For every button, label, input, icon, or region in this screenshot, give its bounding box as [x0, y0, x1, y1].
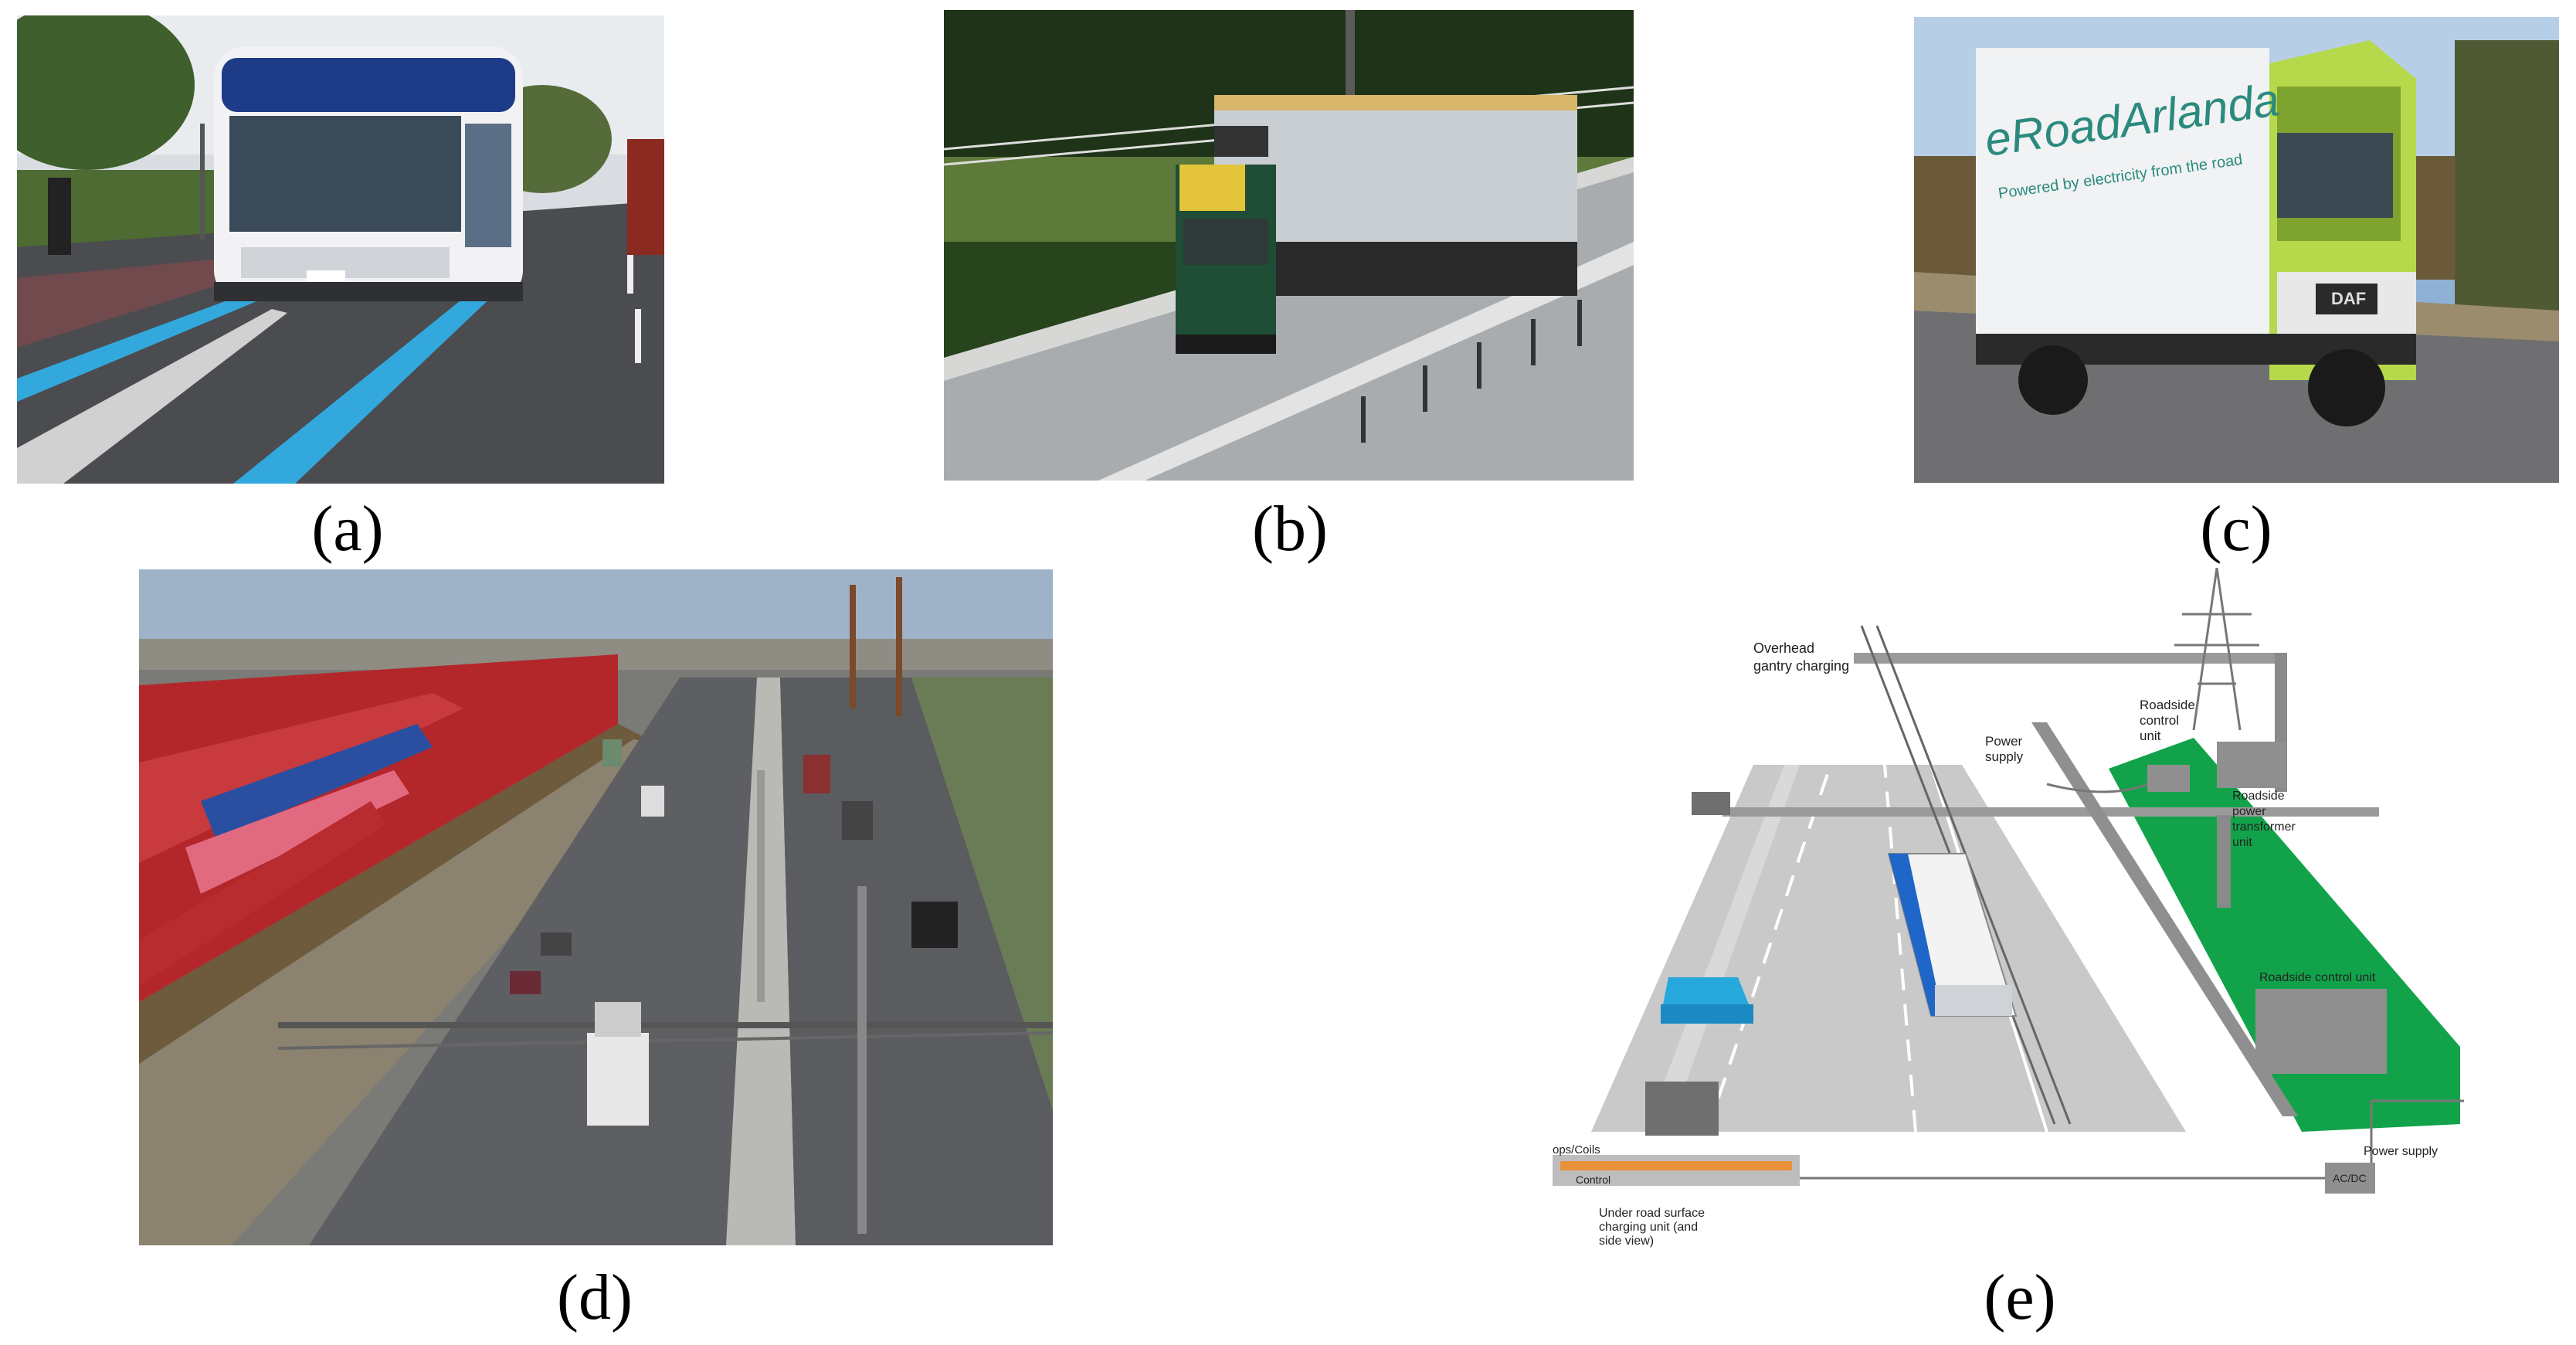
caption-b: (b)	[1252, 493, 1328, 565]
label-roadside-power-4: unit	[2232, 836, 2252, 849]
label-roadside-power-2: power	[2232, 805, 2266, 818]
label-roadside-control-2: control	[2140, 713, 2179, 728]
photo-d-catenary-highway	[139, 569, 1053, 1245]
label-roadside-control-unit: Roadside control unit	[2259, 971, 2376, 984]
transformer-box	[2217, 742, 2286, 788]
trolley-bus	[1887, 853, 2018, 1017]
label-acdc: AC/DC	[2333, 1172, 2367, 1184]
photo-a-wireless-bus	[17, 15, 664, 484]
caption-a: (a)	[311, 493, 384, 565]
label-gantry: gantry charging	[1753, 658, 1849, 674]
caption-c: (c)	[2200, 493, 2272, 565]
roadside-control-box-top	[2147, 765, 2190, 792]
overhead-gantry	[1854, 653, 2286, 664]
label-power-supply-top-2: supply	[1985, 749, 2024, 764]
label-power-supply-top-1: Power	[1985, 734, 2023, 749]
car	[1661, 977, 1753, 1024]
label-roadside-control-3: unit	[2140, 729, 2161, 743]
label-under-1: Under road surface	[1599, 1207, 1705, 1220]
label-under-2: charging unit (and	[1599, 1221, 1698, 1234]
roadside-control-unit-box	[2255, 989, 2387, 1074]
label-control: Control	[1576, 1173, 1610, 1186]
photo-c-eroadarlanda-truck: DAF eRoadArlanda Powered by electricity …	[1914, 17, 2559, 483]
caption-e: (e)	[1984, 1262, 2056, 1333]
label-roadside-control-1: Roadside	[2140, 698, 2195, 712]
label-power-supply-bottom: Power supply	[2364, 1145, 2438, 1158]
label-coils: ops/Coils	[1553, 1143, 1600, 1156]
power-pylon	[2174, 568, 2259, 731]
photo-b-catenary-truck	[944, 10, 1634, 481]
label-roadside-power-3: transformer	[2232, 820, 2296, 834]
label-roadside-power-1: Roadside	[2232, 790, 2285, 803]
label-under-3: side view)	[1599, 1235, 1654, 1248]
label-overhead: Overhead	[1753, 640, 1814, 656]
caption-d: (d)	[557, 1262, 633, 1333]
diagram-e-charging-systems: Overhead gantry charging Roadside contro…	[1553, 568, 2491, 1248]
truck-c-logo: DAF	[2331, 289, 2366, 308]
